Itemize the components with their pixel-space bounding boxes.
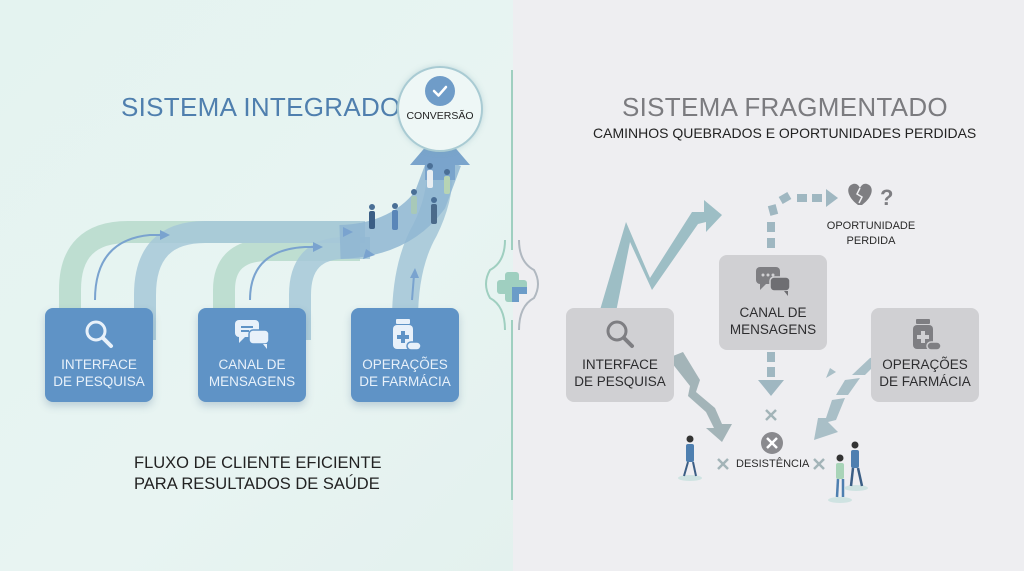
chat-bubbles-icon [233, 318, 271, 354]
check-circle-icon [425, 76, 455, 106]
node-label-line2: DE PESQUISA [574, 374, 666, 389]
dropoff-x-icon [761, 432, 783, 454]
node-label-line1: INTERFACE [582, 357, 658, 372]
broken-heart-question-icon: ? [848, 183, 893, 210]
pill-bottle-icon [388, 318, 422, 356]
node-messaging-channel: CANAL DE MENSAGENS [198, 308, 306, 402]
node-label-line2: MENSAGENS [729, 322, 817, 337]
node-pharmacy-operations-fragmented: OPERAÇÕES DE FARMÁCIA [871, 308, 979, 402]
node-label-line2: MENSAGENS [208, 374, 296, 389]
customers-walking-group [369, 163, 450, 230]
node-search-interface-fragmented: INTERFACE DE PESQUISA [566, 308, 674, 402]
fragmented-system-title: SISTEMA FRAGMENTADO [622, 92, 948, 122]
node-label-line1: CANAL DE [218, 357, 286, 372]
lost-opportunity-line1: OPORTUNIDADE [826, 220, 916, 232]
caption-line1: FLUXO DE CLIENTE EFICIENTE [134, 454, 382, 472]
integrated-caption: FLUXO DE CLIENTE EFICIENTE PARA RESULTAD… [134, 453, 382, 495]
lost-customers-group [678, 435, 868, 503]
node-label-line1: OPERAÇÕES [882, 357, 968, 372]
lost-opportunity-label: OPORTUNIDADE PERDIDA [818, 219, 924, 249]
flow-path-search [59, 221, 360, 320]
pill-bottle-icon [908, 318, 942, 356]
flow-path-messages [213, 239, 360, 320]
x-marks [717, 409, 825, 470]
conversion-badge: CONVERSÃO [397, 66, 483, 152]
caption-line2: PARA RESULTADOS DE SAÚDE [134, 475, 380, 493]
medical-cross-icon [497, 272, 527, 302]
chat-bubbles-icon [754, 265, 792, 301]
dropoff-label: DESISTÊNCIA [736, 458, 810, 470]
node-label-line2: DE FARMÁCIA [359, 374, 451, 389]
node-label-line2: DE FARMÁCIA [879, 374, 971, 389]
node-label-line1: OPERAÇÕES [362, 357, 448, 372]
node-messaging-channel-fragmented: CANAL DE MENSAGENS [719, 255, 827, 350]
broken-arrow-search [668, 352, 732, 442]
svg-text:?: ? [880, 185, 893, 210]
zigzag-arrow-icon [600, 200, 722, 312]
search-icon [83, 318, 115, 354]
integrated-system-title: SISTEMA INTEGRADO [121, 92, 401, 122]
conversion-label: CONVERSÃO [406, 110, 474, 122]
dashed-path-to-dropoff [758, 352, 784, 396]
dashed-path-to-lost-opportunity [767, 189, 838, 248]
conversion-arrow-icon [410, 130, 470, 180]
node-label-line1: INTERFACE [61, 357, 137, 372]
search-icon [604, 318, 636, 354]
flow-path-search-blue [134, 221, 365, 340]
node-label-line1: CANAL DE [739, 305, 807, 320]
fragmented-system-subtitle: CAMINHOS QUEBRADOS E OPORTUNIDADES PERDI… [593, 125, 977, 141]
lost-opportunity-line2: PERDIDA [846, 235, 896, 247]
node-search-interface: INTERFACE DE PESQUISA [45, 308, 153, 402]
node-pharmacy-operations: OPERAÇÕES DE FARMÁCIA [351, 308, 459, 402]
node-label-line2: DE PESQUISA [53, 374, 145, 389]
